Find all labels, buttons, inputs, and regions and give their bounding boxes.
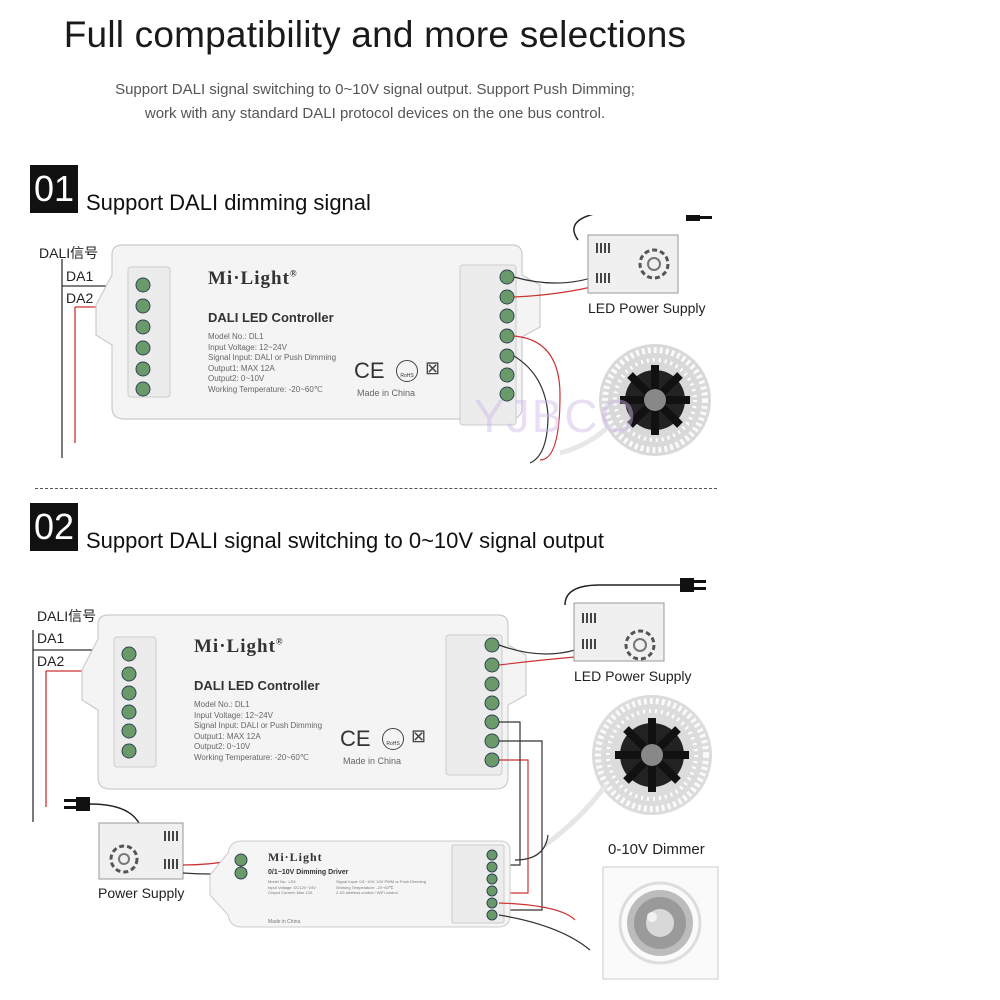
controller-1-registered: ®	[289, 268, 298, 279]
controller-2-rohs-mark: RoHS	[382, 728, 404, 750]
dimming-driver	[209, 840, 511, 928]
section-2-dimmer-label: 0-10V Dimmer	[608, 841, 705, 858]
controller-1-left-terminals	[135, 277, 151, 397]
spec-line: Working Temperature: -20~60℃	[336, 884, 394, 890]
section-2-title: Support DALI signal switching to 0~10V s…	[86, 528, 604, 553]
spec-line: Signal Input: 0/1~10V, 10V PWM or Push D…	[336, 879, 427, 884]
section-divider	[35, 488, 717, 489]
spec-line: 2.4G wireless control / WiFi control	[336, 890, 398, 895]
spec-line: Working Temperature: -20~60℃	[208, 384, 323, 394]
watermark: YJBCO	[474, 390, 638, 442]
section-1-led-power-supply-label: LED Power Supply	[588, 300, 706, 316]
spec-line: Output1: MAX 12A	[194, 731, 261, 741]
controller-1-specs: Model No.: DL1 Input Voltage: 12~24V Sig…	[208, 332, 336, 395]
controller-2-brand: Mi·Light®	[194, 636, 284, 658]
section-2-dali-signal-label: DALI信号	[37, 608, 97, 624]
spec-line: Output2: 0~10V	[208, 374, 265, 383]
controller-2-ce-mark: CE	[340, 726, 371, 751]
page-title: Full compatibility and more selections	[63, 14, 687, 55]
led-power-supply-2	[573, 602, 665, 662]
spec-line: Signal Input: DALI or Push Dimming	[194, 721, 323, 730]
section-2-da1-label: DA1	[37, 630, 65, 646]
driver-product-name: 0/1~10V Dimming Driver	[268, 869, 349, 876]
controller-2-specs: Model No.: DL1 Input Voltage: 12~24V Sig…	[194, 700, 322, 763]
controller-2-product-name: DALI LED Controller	[194, 678, 320, 693]
dimmer-panel	[602, 866, 719, 980]
spec-line: Working Temperature: -20~60℃	[194, 752, 309, 762]
controller-1-made-in: Made in China	[357, 388, 416, 398]
section-1-number: 01	[30, 165, 78, 213]
section-1-dali-signal-label: DALI信号	[39, 245, 99, 261]
controller-2-registered: ®	[275, 636, 284, 647]
section-1-title: Support DALI dimming signal	[86, 190, 371, 215]
led-power-supply-1	[587, 234, 679, 294]
controller-1-ce-mark: CE	[354, 358, 385, 383]
spec-line: Signal Input: DALI or Push Dimming	[208, 353, 337, 362]
controller-1-rohs-mark: RoHS	[396, 360, 418, 382]
spec-line: Model No.: LS4	[268, 879, 296, 884]
spec-line: Model No.: DL1	[208, 332, 264, 341]
driver-specs-right: Signal Input: 0/1~10V, 10V PWM or Push D…	[336, 879, 426, 896]
led-strip-reel-1	[559, 344, 711, 456]
spec-line: Output1: MAX 12A	[208, 363, 275, 373]
driver-specs-left: Model No.: LS4 Input Voltage: DC12V~24V …	[268, 879, 316, 896]
controller-1-recycle-bin-icon: ⊠	[425, 358, 441, 378]
power-plug-2-icon	[680, 578, 706, 592]
subtitle-line-2: work with any standard DALI protocol dev…	[144, 105, 606, 122]
controller-1-brand-text: Mi·Light	[208, 268, 290, 289]
section-2-led-power-supply-label: LED Power Supply	[574, 668, 692, 684]
section-2-diagram	[32, 578, 719, 980]
section-1-diagram	[61, 215, 712, 464]
section-1-da2-label: DA2	[66, 290, 94, 306]
controller-2-made-in: Made in China	[343, 756, 402, 766]
dali-controller-1	[95, 244, 541, 426]
controller-1-brand: Mi·Light®	[208, 268, 298, 290]
section-2-number: 02	[30, 503, 78, 551]
spec-line: Input Voltage: 12~24V	[208, 342, 287, 352]
power-plug-3-icon	[64, 797, 90, 811]
led-strip-reel-2	[543, 695, 712, 848]
section-1-da1-label: DA1	[66, 268, 94, 284]
driver-brand: Mi·Light	[268, 850, 323, 864]
controller-2-left-terminals	[121, 646, 137, 759]
spec-line: Input Voltage: 12~24V	[194, 710, 273, 720]
power-plug-1-icon	[686, 215, 712, 221]
subtitle-line-1: Support DALI signal switching to 0~10V s…	[115, 81, 635, 98]
section-2-da2-label: DA2	[37, 653, 65, 669]
driver-made-in: Made in China	[268, 919, 301, 925]
controller-2-brand-text: Mi·Light	[194, 636, 276, 657]
spec-line: Model No.: DL1	[194, 700, 250, 709]
spec-line: Output Current: Max 12A	[268, 890, 313, 895]
controller-1-product-name: DALI LED Controller	[208, 310, 334, 325]
spec-line: Input Voltage: DC12V~24V	[268, 884, 316, 890]
spec-line: Output2: 0~10V	[194, 742, 251, 751]
power-supply-3	[98, 822, 184, 880]
controller-2-recycle-bin-icon: ⊠	[411, 726, 427, 746]
section-2-power-supply-label: Power Supply	[98, 885, 185, 901]
